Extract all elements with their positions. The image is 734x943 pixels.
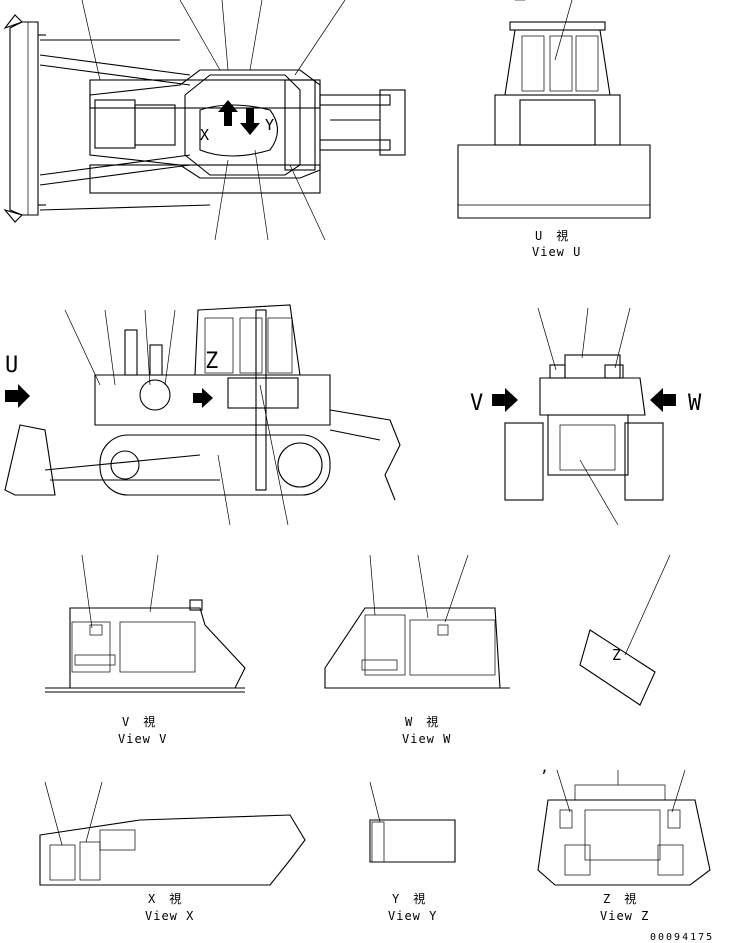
view-x-marker: X [200,126,209,144]
view-z-caption-en: View Z [600,909,649,923]
view-w-caption-jp: W 視 [405,714,439,729]
side-view: U Z [4,304,401,526]
rear-view: V W [470,307,702,526]
view-u-caption-en: View U [532,245,581,259]
view-z: , Z 視 View Z [537,758,711,923]
view-y-marker: Y [265,116,274,134]
view-z-caption-jp: Z 視 [603,891,637,906]
front-view: U 視 View U [457,0,651,259]
view-u-marker: U [5,353,18,378]
view-z-marker: Z [205,349,218,374]
view-v-caption-en: View V [118,732,167,746]
view-z-plate: Z [579,554,671,706]
part-number: 00094175 [650,932,714,943]
view-v: V 視 View V [45,554,246,746]
view-v-caption-jp: V 視 [122,714,156,729]
view-x-caption-jp: X 視 [148,891,182,906]
view-x: X 視 View X [39,781,306,923]
view-x-caption-en: View X [145,909,194,923]
top-view: X Y [3,0,406,241]
view-z-mark: , [540,758,549,776]
view-z-plate-marker: Z [612,646,621,664]
view-y: Y 視 View Y [369,781,456,923]
view-w-caption-en: View W [402,732,451,746]
view-w: W 視 View W [324,554,510,746]
view-y-caption-jp: Y 視 [392,891,426,906]
view-u-caption-jp: U 視 [535,228,569,243]
view-y-caption-en: View Y [388,909,437,923]
view-v-marker: V [470,391,483,416]
view-w-marker: W [688,391,702,416]
